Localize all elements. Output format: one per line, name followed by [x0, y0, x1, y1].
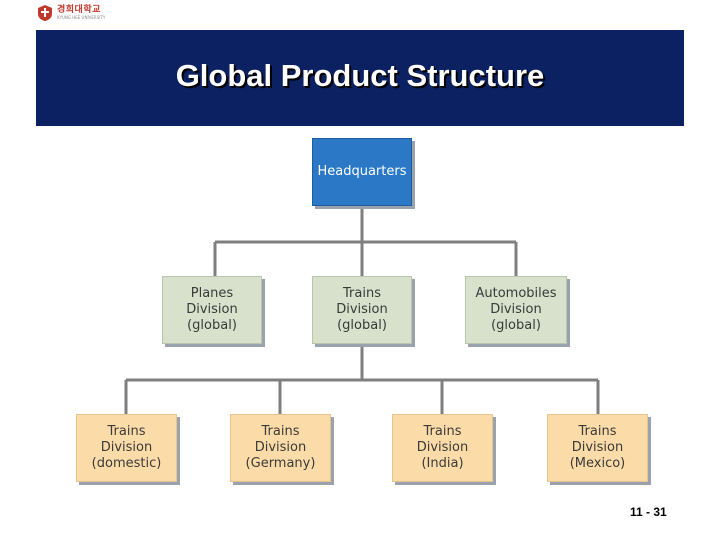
trains-division-india-label: Trains Division (India) — [416, 424, 469, 471]
slide-title: Global Product Structure — [175, 58, 545, 93]
trains-division-mexico-box: Trains Division (Mexico) — [547, 414, 648, 482]
planes-division-box: Planes Division (global) — [162, 276, 262, 344]
trains-division-germany-box: Trains Division (Germany) — [230, 414, 331, 482]
logo-subtext: KYUNG HEE UNIVERSITY — [57, 15, 106, 20]
trains-division-global-label: Trains Division (global) — [336, 286, 388, 333]
automobiles-division-box: Automobiles Division (global) — [465, 276, 567, 344]
university-logo: 경희대학교 KYUNG HEE UNIVERSITY — [36, 2, 105, 24]
planes-division-label: Planes Division (global) — [186, 286, 238, 333]
university-emblem-icon — [38, 5, 52, 21]
trains-division-global-box: Trains Division (global) — [312, 276, 412, 344]
headquarters-box: Headquarters — [312, 138, 412, 206]
automobiles-division-label: Automobiles Division (global) — [475, 286, 557, 333]
trains-division-mexico-label: Trains Division (Mexico) — [569, 424, 626, 471]
trains-division-domestic-box: Trains Division (domestic) — [76, 414, 177, 482]
logo-text: 경희대학교 — [57, 5, 101, 15]
trains-division-germany-label: Trains Division (Germany) — [245, 424, 316, 471]
title-banner — [36, 30, 684, 126]
slide-number: 11 - 31 — [630, 505, 667, 519]
trains-division-india-box: Trains Division (India) — [392, 414, 493, 482]
trains-division-domestic-label: Trains Division (domestic) — [91, 424, 162, 471]
headquarters-label: Headquarters — [317, 164, 407, 179]
